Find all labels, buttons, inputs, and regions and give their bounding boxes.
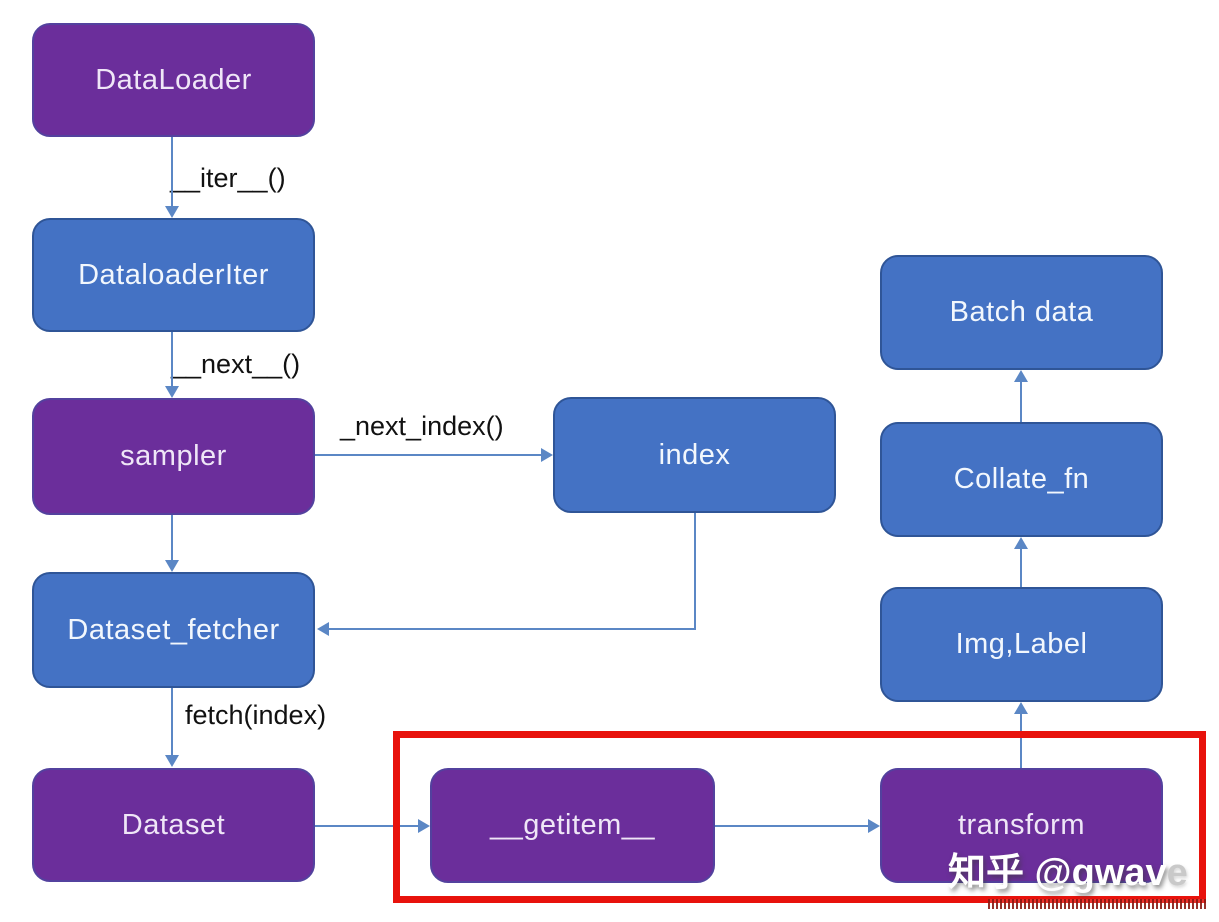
arrow-imglabel-to-collate-head — [1014, 537, 1028, 549]
node-collate-fn-label: Collate_fn — [953, 463, 1090, 495]
arrow-transform-to-imglabel-line — [1020, 713, 1022, 768]
arrow-sampler-to-index-line — [315, 454, 542, 456]
node-dataloader-label: DataLoader — [95, 63, 252, 96]
arrow-iter-to-sampler-head — [165, 386, 179, 398]
node-dataloaderiter-label: DataloaderIter — [78, 258, 269, 291]
arrow-fetcher-to-dataset-head — [165, 755, 179, 767]
arrow-collate-to-batch-line — [1020, 381, 1022, 422]
node-transform: transform — [880, 768, 1163, 883]
node-batch-data-label: Batch data — [949, 296, 1094, 328]
node-dataset: Dataset — [32, 768, 315, 882]
arrow-dataset-to-getitem-head — [418, 819, 430, 833]
node-sampler-label: sampler — [120, 440, 227, 472]
arrow-fetcher-to-dataset-line — [171, 688, 173, 756]
node-dataloaderiter: DataloaderIter — [32, 218, 315, 332]
node-dataset-label: Dataset — [121, 808, 226, 841]
arrow-sampler-to-fetcher-line — [171, 515, 173, 561]
edge-label-next: __next__() — [171, 349, 301, 379]
arrow-index-to-fetcher-head — [317, 622, 329, 636]
watermark-main-text: 知乎 @gwav — [948, 852, 1167, 894]
arrow-iter-to-sampler-line — [171, 332, 173, 387]
arrow-index-to-fetcher-hline — [329, 628, 696, 630]
node-getitem: __getitem__ — [430, 768, 715, 883]
node-dataloader: DataLoader — [32, 23, 315, 137]
arrow-dataloader-to-iter-head — [165, 206, 179, 218]
arrow-dataloader-to-iter-line — [171, 137, 173, 207]
highlight-rectangle — [393, 731, 1206, 903]
tiny-watermark-strip — [988, 899, 1207, 909]
node-img-label: Img,Label — [880, 587, 1163, 702]
arrow-sampler-to-fetcher-head — [165, 560, 179, 572]
arrow-dataset-to-getitem-line — [315, 825, 419, 827]
node-sampler: sampler — [32, 398, 315, 515]
node-batch-data: Batch data — [880, 255, 1163, 370]
node-transform-label: transform — [958, 809, 1085, 841]
node-index: index — [553, 397, 836, 513]
arrow-sampler-to-index-head — [541, 448, 553, 462]
node-dataset-fetcher-label: Dataset_fetcher — [67, 613, 280, 646]
arrow-collate-to-batch-head — [1014, 370, 1028, 382]
edge-label-iter: __iter__() — [170, 163, 286, 193]
node-getitem-label: __getitem__ — [489, 809, 656, 841]
watermark: 知乎 @gwave — [948, 841, 1188, 896]
arrow-transform-to-imglabel-head — [1014, 702, 1028, 714]
arrow-getitem-to-transform-head — [868, 819, 880, 833]
node-index-label: index — [658, 438, 731, 471]
node-collate-fn: Collate_fn — [880, 422, 1163, 537]
node-img-label-label: Img,Label — [955, 628, 1088, 660]
edge-label-next-index: _next_index() — [340, 411, 504, 441]
watermark-tail-text: e — [1166, 852, 1188, 894]
node-dataset-fetcher: Dataset_fetcher — [32, 572, 315, 688]
arrow-imglabel-to-collate-line — [1020, 548, 1022, 587]
arrow-getitem-to-transform-line — [715, 825, 869, 827]
arrow-index-to-fetcher-vline — [694, 513, 696, 629]
edge-label-fetch: fetch(index) — [185, 700, 327, 730]
